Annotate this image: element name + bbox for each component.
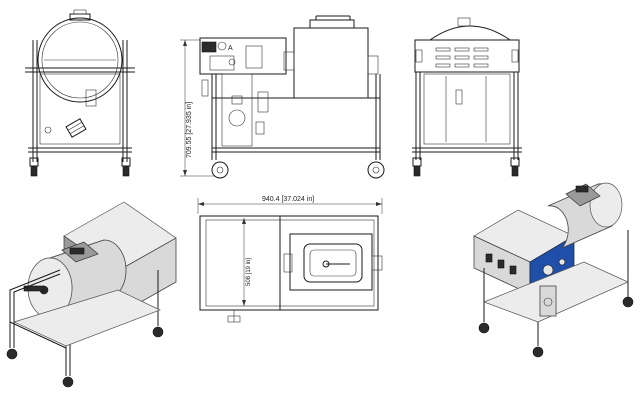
iso-right-drum-end <box>589 182 623 228</box>
side-filter <box>257 91 269 113</box>
front-valve <box>85 89 97 107</box>
rear-side-latch-right <box>511 49 519 63</box>
top-drain-fitting <box>227 315 241 323</box>
iso-right-caster-1 <box>478 322 490 334</box>
top-drum-lid <box>303 243 363 283</box>
front-body-panel <box>39 73 121 145</box>
side-view: 709.55 [27.935 in] A <box>180 15 385 179</box>
side-caster-left <box>211 161 229 179</box>
side-switch-panel <box>209 55 235 71</box>
rear-vent-panel <box>414 39 520 73</box>
height-dimension-label: 709.55 [27.935 in] <box>186 102 193 158</box>
length-arrow-left <box>198 202 204 206</box>
side-caster-left-hub <box>216 166 224 174</box>
side-caster-right <box>367 161 385 179</box>
iso-left-frame-front-inner <box>13 273 61 348</box>
side-pump-circle <box>228 109 246 127</box>
front-caster-right-wheel <box>122 165 130 177</box>
iso-view-right <box>473 182 634 358</box>
iso-right-switch-2 <box>497 259 505 269</box>
top-frame-inner <box>205 219 375 307</box>
length-dimension-label: 940.4 [37.024 in] <box>262 196 314 203</box>
side-lid <box>309 19 355 29</box>
rear-body-panel <box>423 73 511 145</box>
top-view: 940.4 [37.024 in] 508 [19 in] <box>197 196 383 323</box>
top-coupling-left <box>283 253 293 273</box>
top-lid-pivot <box>322 260 330 268</box>
rear-dome-handle <box>457 17 471 27</box>
iso-left-shelf-edge <box>9 321 67 349</box>
iso-right-knob <box>542 264 554 276</box>
side-display-panel <box>245 45 263 69</box>
height-arrow-top <box>183 40 187 46</box>
iso-left-frame-front <box>9 269 61 348</box>
rear-dome <box>428 25 512 41</box>
front-view <box>25 9 135 177</box>
side-drum-coupling <box>283 51 295 71</box>
top-coupling-right <box>371 255 383 271</box>
iso-right-caster-3 <box>622 296 634 308</box>
side-logo-plate <box>201 41 217 53</box>
iso-right-pump-box <box>539 285 557 317</box>
iso-right-lid-handle <box>575 185 589 193</box>
iso-left-lid-handle <box>69 247 85 255</box>
front-drain <box>44 126 52 134</box>
iso-left-caster-1 <box>6 348 18 360</box>
rear-caster-left-wheel <box>413 165 421 177</box>
iso-right-switch-3 <box>509 265 517 275</box>
front-lid-handle <box>69 13 91 21</box>
height-arrow-bottom <box>183 170 187 176</box>
detail-marker-label: A <box>228 45 233 52</box>
iso-left-shelf <box>13 289 161 347</box>
front-drum-inner-ring <box>41 21 119 99</box>
length-arrow-right <box>376 202 382 206</box>
front-drum-outline <box>37 17 123 103</box>
iso-left-caster-2 <box>62 376 74 388</box>
front-caster-left-wheel <box>30 165 38 177</box>
side-handle <box>201 79 209 97</box>
rear-caster-right-wheel <box>511 165 519 177</box>
front-motor-box <box>65 118 87 138</box>
width-dimension-label: 508 [19 in] <box>246 258 252 286</box>
top-frame-outline <box>199 215 379 311</box>
rear-side-latch-left <box>415 49 423 63</box>
iso-view-left <box>6 201 177 388</box>
iso-right-pump-circle <box>543 297 553 307</box>
side-drum-housing <box>293 27 369 99</box>
side-caster-right-hub <box>372 166 380 174</box>
side-fitting <box>255 121 265 135</box>
rear-vent-slots <box>435 47 489 68</box>
top-drum-lid-inner <box>309 249 357 277</box>
iso-right-caster-2 <box>532 346 544 358</box>
side-drum-bearing <box>367 55 379 75</box>
iso-left-caster-3 <box>152 326 164 338</box>
iso-right-switch-1 <box>485 253 493 263</box>
front-lid-knob <box>73 9 87 15</box>
rear-view <box>412 17 522 177</box>
iso-right-indicator <box>558 258 566 266</box>
side-knob <box>228 58 236 66</box>
rear-valve <box>455 89 463 105</box>
side-pump-column <box>221 73 253 147</box>
width-arrow-bottom <box>242 300 246 306</box>
side-detail-circle <box>217 41 227 51</box>
side-pump-top <box>231 95 243 105</box>
width-arrow-top <box>242 218 246 224</box>
